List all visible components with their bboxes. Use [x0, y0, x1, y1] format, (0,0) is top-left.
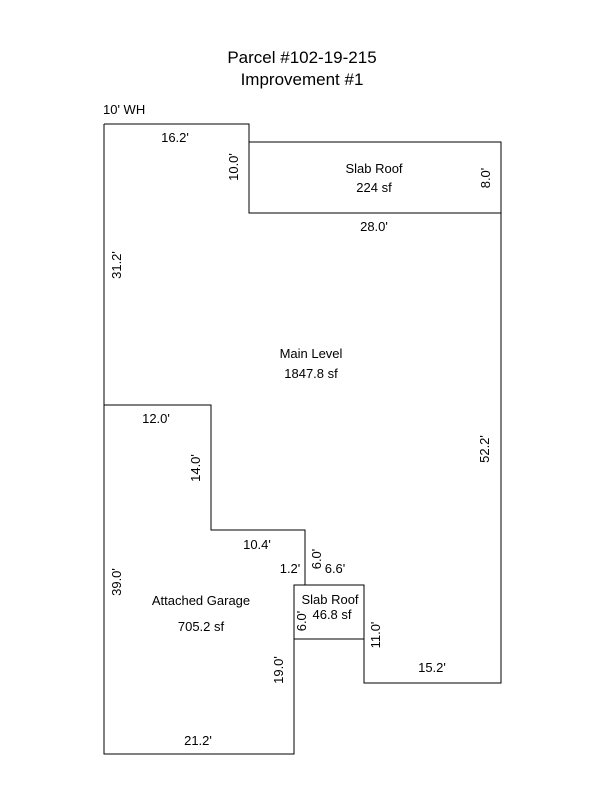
- slab-roof-top-label: Slab Roof: [345, 161, 402, 176]
- slab-roof-small-outline: [294, 584, 365, 639]
- dim-garage-right-height: 19.0': [271, 656, 286, 684]
- dim-small-offset: 1.2': [280, 561, 301, 576]
- garage-label: Attached Garage: [152, 593, 250, 608]
- dim-garage-bottom: 21.2': [184, 733, 212, 748]
- dim-slab-height: 8.0': [478, 168, 493, 189]
- wall-height-note: 10' WH: [103, 102, 145, 117]
- slab-roof-small-label: Slab Roof: [301, 592, 358, 607]
- dim-garage-mid: 10.4': [243, 537, 271, 552]
- garage-area: 705.2 sf: [178, 619, 225, 634]
- dim-slab-width: 28.0': [360, 219, 388, 234]
- dim-left-lower: 39.0': [109, 568, 124, 596]
- dim-right-side: 52.2': [477, 435, 492, 463]
- dim-top-left-width: 16.2': [161, 130, 189, 145]
- improvement-title: Improvement #1: [241, 70, 364, 89]
- slab-roof-top-outline: [249, 141, 502, 213]
- dim-small-lower-height: 6.0': [294, 611, 309, 632]
- dim-right-step-height: 11.0': [368, 622, 383, 649]
- dim-left-upper: 31.2': [109, 251, 124, 279]
- dim-small-upper-height: 6.0': [309, 549, 324, 570]
- dim-bottom-right-width: 15.2': [418, 660, 446, 675]
- parcel-title: Parcel #102-19-215: [227, 48, 376, 67]
- main-level-area: 1847.8 sf: [284, 366, 338, 381]
- main-level-label: Main Level: [280, 346, 343, 361]
- dim-notch-height: 10.0': [226, 153, 241, 181]
- dim-garage-top: 12.0': [142, 411, 170, 426]
- dim-small-width: 6.6': [325, 561, 346, 576]
- slab-roof-top-area: 224 sf: [356, 180, 392, 195]
- dim-garage-step-height: 14.0': [188, 454, 203, 482]
- slab-roof-small-area: 46.8 sf: [312, 607, 351, 622]
- main-level-outline: [103, 123, 502, 755]
